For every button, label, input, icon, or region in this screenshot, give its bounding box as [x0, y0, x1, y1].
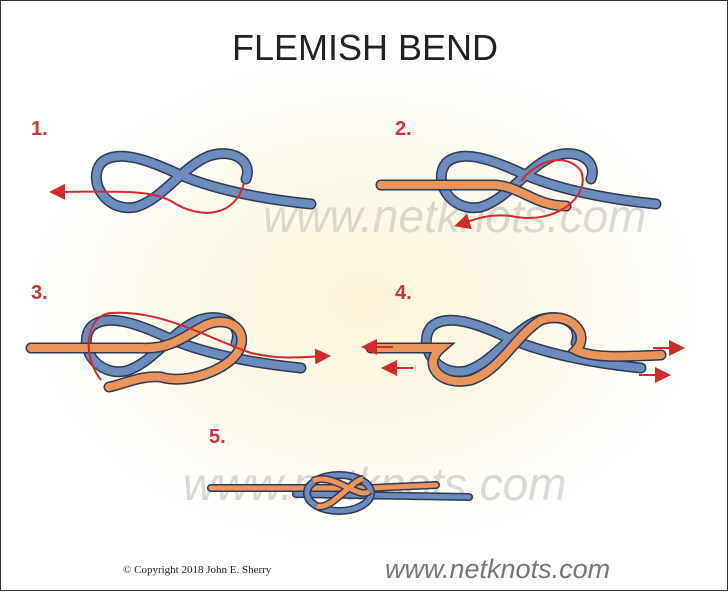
- step-number-3: 3.: [31, 282, 48, 304]
- step-1-figure-eight: [49, 154, 311, 214]
- direction-arrow: [87, 311, 331, 381]
- direction-arrow: [49, 182, 245, 214]
- step-number-4: 4.: [395, 282, 412, 304]
- direction-arrow: [454, 159, 584, 230]
- step-number-5: 5.: [209, 426, 226, 448]
- step-4-tightening: [361, 318, 685, 387]
- step-number-2: 2.: [395, 118, 412, 140]
- step-number-1: 1.: [31, 118, 48, 140]
- step-5-finished-knot: [207, 471, 473, 515]
- step-3-tracing: [25, 311, 331, 393]
- site-url: www.netknots.com: [385, 554, 611, 584]
- page-title: FLEMISH BEND: [231, 27, 499, 68]
- copyright-text: © Copyright 2018 John E. Sherry: [123, 564, 272, 576]
- step-2-tracing: [375, 154, 656, 230]
